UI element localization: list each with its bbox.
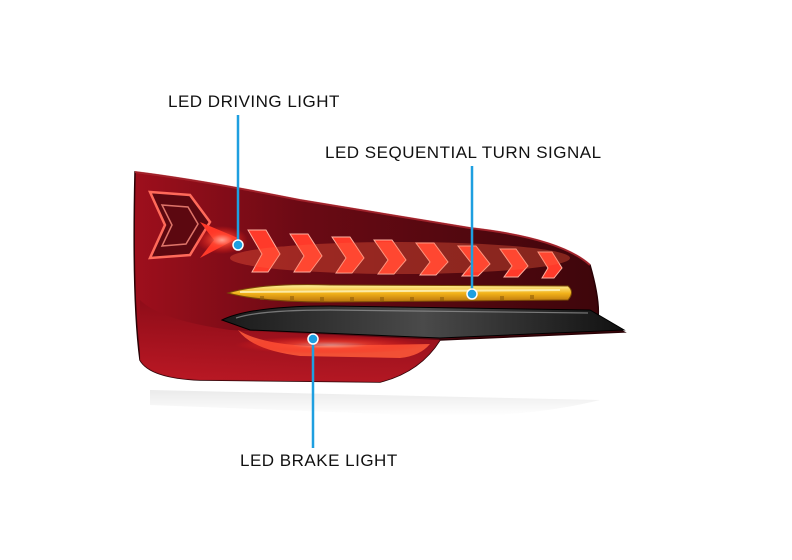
floor-reflection [150,390,600,416]
lens-top-edge [134,171,591,266]
brake-light-strip [235,330,430,358]
callout-label-brake-light: LED BRAKE LIGHT [240,451,398,470]
callout-label-driving-light: LED DRIVING LIGHT [168,92,340,111]
chevron-8 [537,251,563,279]
turn-signal-bar [226,284,572,303]
chrome-blade [220,305,626,339]
callout-dot-brake [307,333,319,345]
blade-highlight [235,309,589,319]
driving-light-bracket [147,190,212,260]
callout-dot-turn [466,288,478,300]
callout-dot-driving [232,239,244,251]
callout-label-turn-signal: LED SEQUENTIAL TURN SIGNAL [325,143,602,162]
callout-lines [232,115,478,448]
chevron-7 [499,248,529,278]
chevron-2 [289,233,323,273]
chevron-glow [230,242,570,274]
chevron-3 [331,236,365,274]
chevron-1 [247,229,281,273]
chevron-4 [373,239,407,275]
chevron-5 [415,242,449,276]
driving-light-chevrons [247,229,563,279]
